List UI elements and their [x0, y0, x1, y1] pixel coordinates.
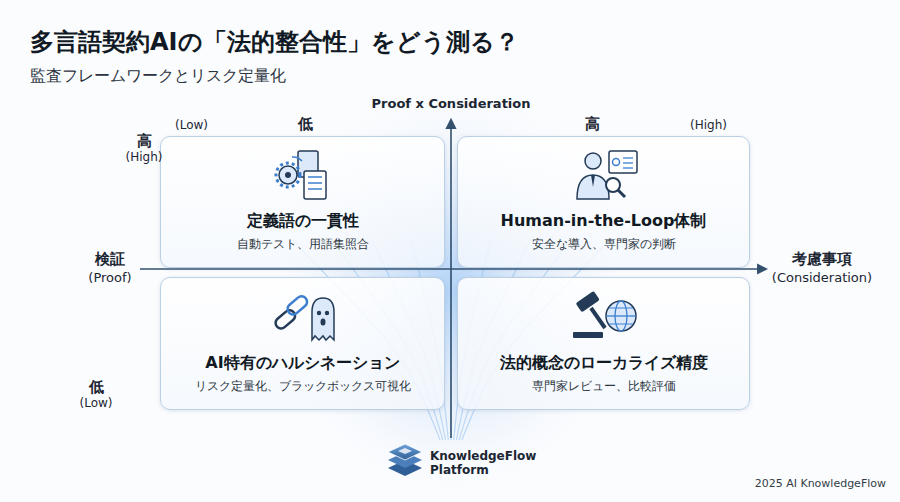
quadrant-box: 定義語の一貫性自動テスト、用語集照合	[160, 136, 445, 268]
axis-label: Proof x Consideration	[372, 96, 531, 112]
quadrant-detail: リスク定量化、ブラックボックス可視化	[195, 378, 411, 395]
quadrant-box: 法的概念のローカライズ精度専門家レビュー、比較評価	[457, 277, 750, 410]
axis-label: (Low)	[80, 396, 113, 410]
quadrant-heading: 定義語の一貫性	[247, 211, 359, 232]
quadrant-detail: 自動テスト、用語集照合	[237, 236, 369, 253]
icon-shapes	[577, 151, 637, 199]
quadrant-detail: 専門家レビュー、比較評価	[532, 378, 676, 395]
icon-shapes	[273, 294, 334, 340]
quadrant-icon	[268, 147, 338, 203]
axis-label: 検証	[95, 250, 125, 268]
quadrant-heading: Human-in-the-Loop体制	[501, 211, 707, 232]
axis-label: 低	[89, 378, 104, 396]
footer-note: 2025 AI KnowledgeFlow	[755, 477, 886, 490]
quadrant-heading: AI特有のハルシネーション	[205, 353, 399, 374]
icon-shapes	[276, 151, 326, 199]
axis-label: (High)	[690, 118, 727, 132]
platform-logo	[388, 444, 422, 476]
quadrant-detail: 安全な導入、専門家の判断	[532, 236, 676, 253]
title: 多言語契約AIの「法的整合性」をどう測る？	[30, 26, 519, 58]
quadrant-heading: 法的概念のローカライズ精度	[500, 353, 708, 374]
platform-name: KnowledgeFlow Platform	[430, 449, 535, 478]
quadrant-icon	[569, 147, 639, 203]
quadrant-box: Human-in-the-Loop体制安全な導入、専門家の判断	[457, 136, 750, 268]
axis-label: 低	[298, 115, 313, 133]
quadrant-icon	[268, 288, 338, 344]
axis-label: 高	[585, 115, 600, 133]
axis-label: (Proof)	[88, 270, 131, 286]
icon-shapes	[573, 291, 636, 338]
axis-label: (Low)	[175, 118, 208, 132]
axis-label: 高	[137, 132, 152, 150]
subtitle: 監査フレームワークとリスク定量化	[30, 66, 286, 87]
quadrant-box: AI特有のハルシネーションリスク定量化、ブラックボックス可視化	[160, 277, 445, 410]
quadrant-icon	[569, 288, 639, 344]
y-axis	[450, 120, 452, 438]
x-axis	[140, 268, 766, 270]
axis-label: (Consideration)	[772, 270, 872, 286]
axis-label: (High)	[126, 150, 163, 164]
axis-label: 考慮事項	[792, 250, 852, 268]
